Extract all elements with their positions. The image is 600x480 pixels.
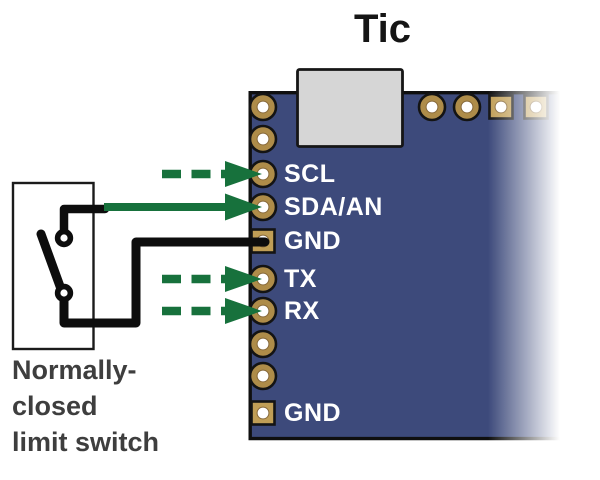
- pin-label-sda-an: SDA/AN: [284, 193, 383, 221]
- switch-lever: [36, 229, 66, 294]
- board-title: Tic: [353, 7, 412, 51]
- gnd-wire: [59, 237, 270, 328]
- board-border: [248, 91, 566, 441]
- pin-unlabeled-1: [248, 92, 278, 122]
- pin-label-gnd-bottom: GND: [284, 399, 342, 427]
- pin-label-tx: TX: [284, 265, 317, 293]
- pin-unlabeled-3: [248, 329, 278, 359]
- tx-arrow: [162, 266, 262, 292]
- sda-an-arrow: [104, 193, 262, 221]
- pin-label-rx: RX: [284, 297, 320, 325]
- switch-contact-bottom: [54, 283, 74, 303]
- spst-switch-icon: [11, 181, 270, 351]
- pin-unlabeled-2: [248, 124, 278, 154]
- left-pin-column: [248, 92, 278, 426]
- pin-label-gnd-mid: GND: [284, 227, 342, 255]
- usb-connector-icon: [296, 68, 404, 148]
- pin-label-scl: SCL: [284, 160, 336, 188]
- top-pin-2: [452, 92, 482, 122]
- switch-top-wire: [59, 204, 110, 238]
- rx-arrow: [162, 298, 262, 324]
- pin-scl: [248, 159, 278, 189]
- board-fade-overlay: [488, 50, 600, 460]
- pin-gnd-bottom: [250, 400, 276, 426]
- switch-contact-top: [54, 228, 74, 248]
- scl-arrow: [162, 161, 262, 187]
- pin-unlabeled-4: [248, 361, 278, 391]
- top-pin-1: [417, 92, 447, 122]
- limit-switch-caption: Normally- closed limit switch: [12, 355, 160, 457]
